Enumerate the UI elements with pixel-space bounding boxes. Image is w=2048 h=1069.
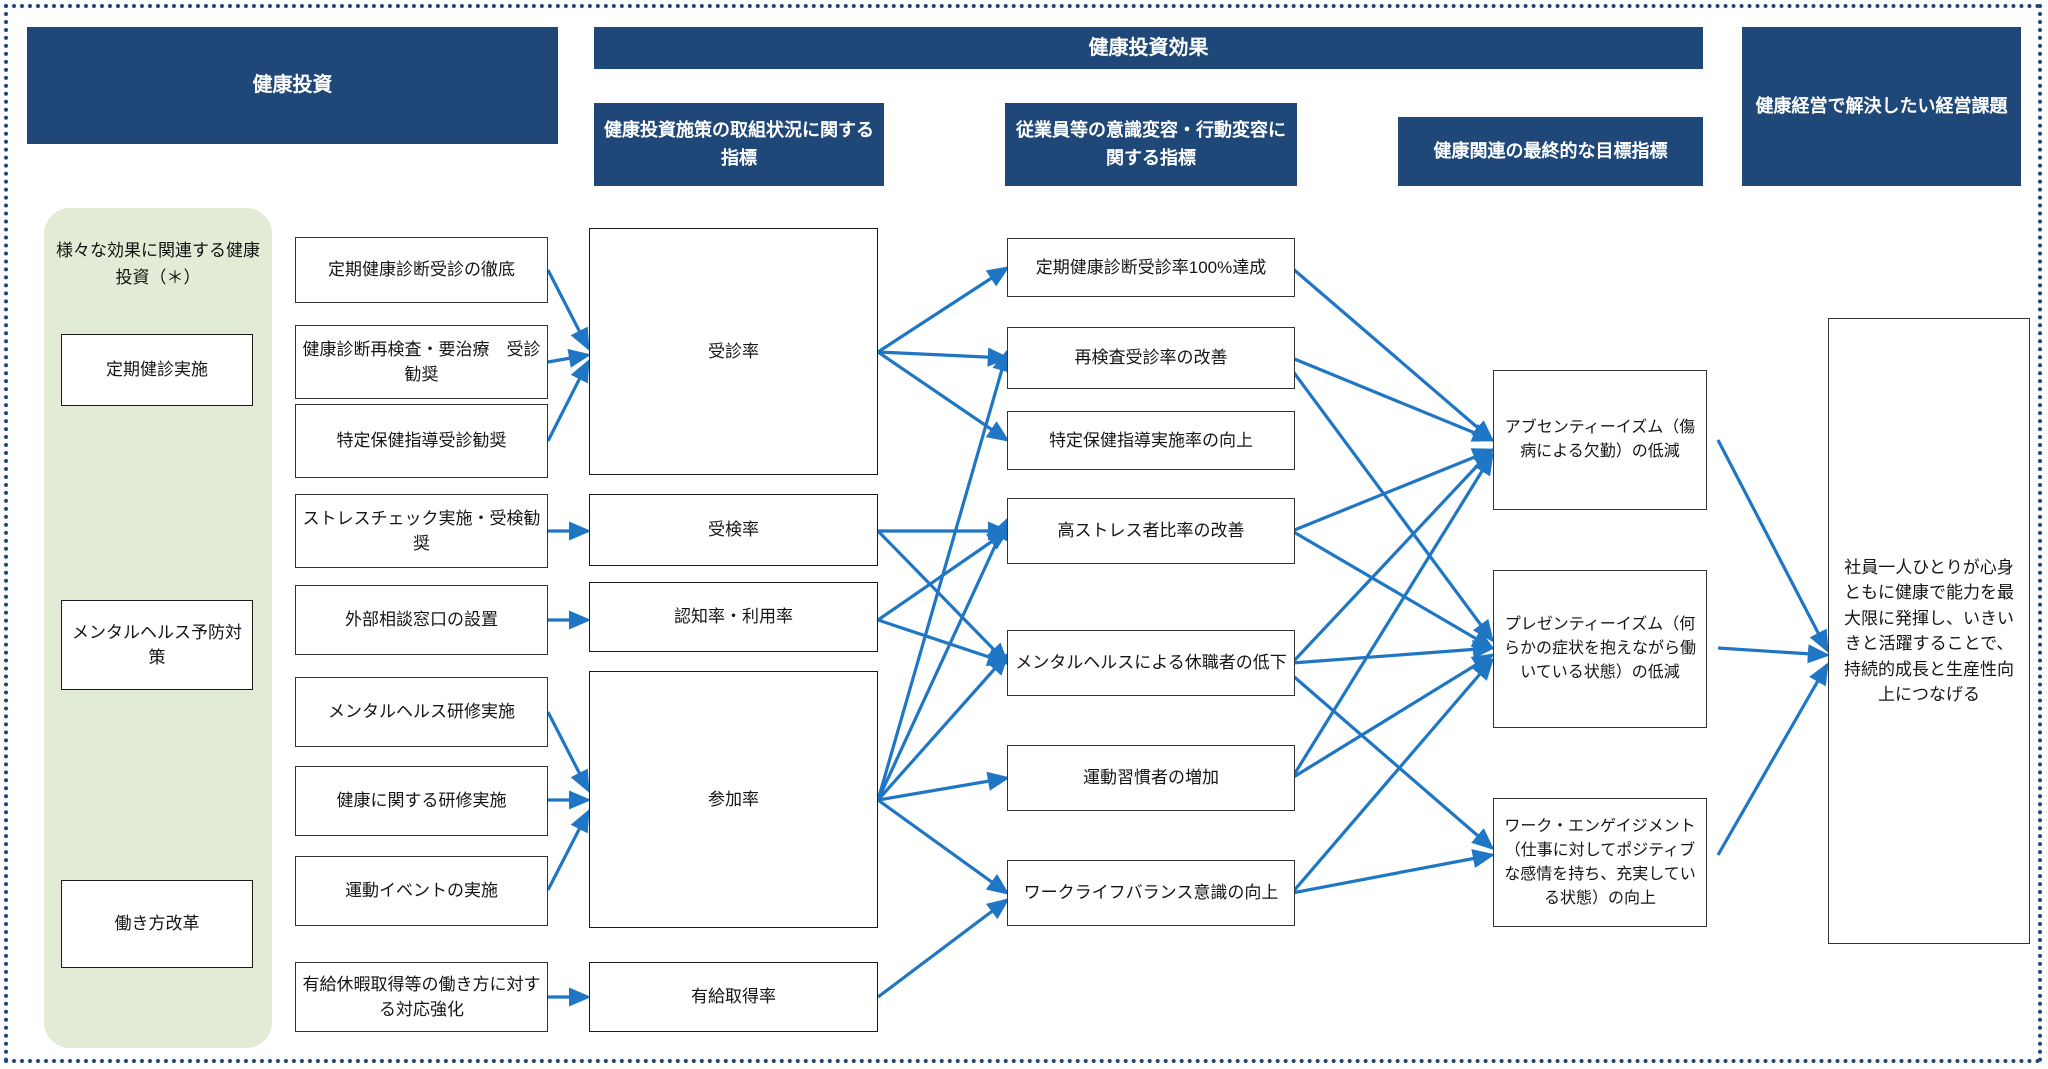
outcome-box-3-label: 特定保健指導実施率の向上 bbox=[1049, 430, 1253, 450]
final-target-box-2[interactable]: プレゼンティーイズム（何らかの症状を抱えながら働いている状態）の低減 bbox=[1493, 570, 1707, 728]
header-health-investment-effect: 健康投資効果 bbox=[594, 27, 1703, 69]
measure-box-4[interactable]: ストレスチェック実施・受検勧奨 bbox=[295, 494, 548, 568]
rate-box-1-label: 受診率 bbox=[708, 341, 759, 361]
outcome-box-1-label: 定期健康診断受診率100%達成 bbox=[1035, 257, 1267, 277]
outcome-box-2-label: 再検査受診率の改善 bbox=[1074, 348, 1228, 368]
rate-box-5[interactable]: 有給取得率 bbox=[589, 962, 878, 1032]
final-target-box-1-label: アブセンティーイズム（傷病による欠勤）の低減 bbox=[1504, 419, 1696, 460]
outcome-box-4[interactable]: 高ストレス者比率の改善 bbox=[1007, 498, 1295, 564]
final-target-box-1[interactable]: アブセンティーイズム（傷病による欠勤）の低減 bbox=[1493, 370, 1707, 510]
header-health-investment: 健康投資 bbox=[27, 27, 558, 144]
header-final-health-target-index: 健康関連の最終的な目標指標 bbox=[1398, 117, 1703, 186]
final-target-box-3-label: ワーク・エンゲイジメント（仕事に対してポジティブな感情を持ち、充実している状態）… bbox=[1504, 817, 1696, 907]
header-awareness-behavior-index: 従業員等の意識変容・行動変容に関する指標 bbox=[1005, 103, 1297, 186]
header-final-health-target-index-label: 健康関連の最終的な目標指標 bbox=[1433, 140, 1668, 161]
header-health-investment-label: 健康投資 bbox=[252, 74, 333, 96]
measure-box-5[interactable]: 外部相談窓口の設置 bbox=[295, 585, 548, 655]
rate-box-5-label: 有給取得率 bbox=[691, 987, 776, 1007]
outcome-box-4-label: 高ストレス者比率の改善 bbox=[1057, 521, 1245, 541]
green-item-periodic-checkup-label: 定期健診実施 bbox=[106, 360, 208, 380]
green-item-mental-health-prevention-label: メンタルヘルス予防対策 bbox=[72, 622, 242, 668]
measure-box-1-label: 定期健康診断受診の徹底 bbox=[328, 260, 515, 280]
outcome-box-7-label: ワークライフバランス意識の向上 bbox=[1023, 883, 1279, 903]
rate-box-2-label: 受検率 bbox=[708, 520, 759, 540]
header-measure-status-index: 健康投資施策の取組状況に関する指標 bbox=[594, 103, 884, 186]
green-item-mental-health-prevention[interactable]: メンタルヘルス予防対策 bbox=[61, 600, 253, 690]
measure-box-6[interactable]: メンタルヘルス研修実施 bbox=[295, 677, 548, 747]
outcome-box-2[interactable]: 再検査受診率の改善 bbox=[1007, 327, 1295, 389]
measure-box-7[interactable]: 健康に関する研修実施 bbox=[295, 766, 548, 836]
outcome-box-7[interactable]: ワークライフバランス意識の向上 bbox=[1007, 860, 1295, 926]
measure-box-1[interactable]: 定期健康診断受診の徹底 bbox=[295, 237, 548, 303]
green-panel-title: 様々な効果に関連する健康投資（＊） bbox=[48, 237, 268, 291]
outcome-box-6[interactable]: 運動習慣者の増加 bbox=[1007, 745, 1295, 811]
outcome-box-5-label: メンタルヘルスによる休職者の低下 bbox=[1015, 653, 1287, 673]
header-management-issue-label: 健康経営で解決したい経営課題 bbox=[1755, 95, 2008, 116]
measure-box-2-label: 健康診断再検査・要治療 受診勧奨 bbox=[302, 339, 541, 385]
header-awareness-behavior-index-label: 従業員等の意識変容・行動変容に関する指標 bbox=[1016, 119, 1286, 168]
goal-box-label: 社員一人ひとりが心身ともに健康で能力を最大限に発揮し、いきいきと活躍することで、… bbox=[1844, 557, 2014, 705]
measure-box-2[interactable]: 健康診断再検査・要治療 受診勧奨 bbox=[295, 325, 548, 399]
measure-box-6-label: メンタルヘルス研修実施 bbox=[328, 702, 515, 722]
measure-box-3-label: 特定保健指導受診勧奨 bbox=[336, 431, 507, 451]
green-item-periodic-checkup[interactable]: 定期健診実施 bbox=[61, 334, 253, 406]
rate-box-3[interactable]: 認知率・利用率 bbox=[589, 582, 878, 652]
outcome-box-1[interactable]: 定期健康診断受診率100%達成 bbox=[1007, 238, 1295, 297]
rate-box-2[interactable]: 受検率 bbox=[589, 494, 878, 566]
measure-box-7-label: 健康に関する研修実施 bbox=[336, 791, 507, 811]
outcome-box-6-label: 運動習慣者の増加 bbox=[1083, 768, 1219, 788]
final-target-box-2-label: プレゼンティーイズム（何らかの症状を抱えながら働いている状態）の低減 bbox=[1503, 616, 1696, 681]
rate-box-4[interactable]: 参加率 bbox=[589, 671, 878, 928]
measure-box-9-label: 有給休暇取得等の働き方に対する対応強化 bbox=[302, 974, 541, 1020]
final-target-box-3[interactable]: ワーク・エンゲイジメント（仕事に対してポジティブな感情を持ち、充実している状態）… bbox=[1493, 798, 1707, 927]
rate-box-1[interactable]: 受診率 bbox=[589, 228, 878, 475]
measure-box-8[interactable]: 運動イベントの実施 bbox=[295, 856, 548, 926]
green-item-work-style-reform-label: 働き方改革 bbox=[114, 914, 200, 934]
green-panel-title-label: 様々な効果に関連する健康投資（＊） bbox=[56, 241, 260, 288]
measure-box-9[interactable]: 有給休暇取得等の働き方に対する対応強化 bbox=[295, 962, 548, 1032]
goal-box[interactable]: 社員一人ひとりが心身ともに健康で能力を最大限に発揮し、いきいきと活躍することで、… bbox=[1828, 318, 2030, 944]
outcome-box-5[interactable]: メンタルヘルスによる休職者の低下 bbox=[1007, 630, 1295, 696]
measure-box-8-label: 運動イベントの実施 bbox=[345, 881, 498, 901]
rate-box-4-label: 参加率 bbox=[708, 789, 759, 809]
measure-box-5-label: 外部相談窓口の設置 bbox=[345, 610, 498, 630]
measure-box-3[interactable]: 特定保健指導受診勧奨 bbox=[295, 404, 548, 478]
green-item-work-style-reform[interactable]: 働き方改革 bbox=[61, 880, 253, 968]
header-measure-status-index-label: 健康投資施策の取組状況に関する指標 bbox=[604, 119, 874, 168]
header-management-issue: 健康経営で解決したい経営課題 bbox=[1742, 27, 2021, 186]
header-health-investment-effect-label: 健康投資効果 bbox=[1088, 36, 1209, 59]
measure-box-4-label: ストレスチェック実施・受検勧奨 bbox=[302, 508, 541, 554]
rate-box-3-label: 認知率・利用率 bbox=[674, 607, 793, 627]
outcome-box-3[interactable]: 特定保健指導実施率の向上 bbox=[1007, 411, 1295, 470]
